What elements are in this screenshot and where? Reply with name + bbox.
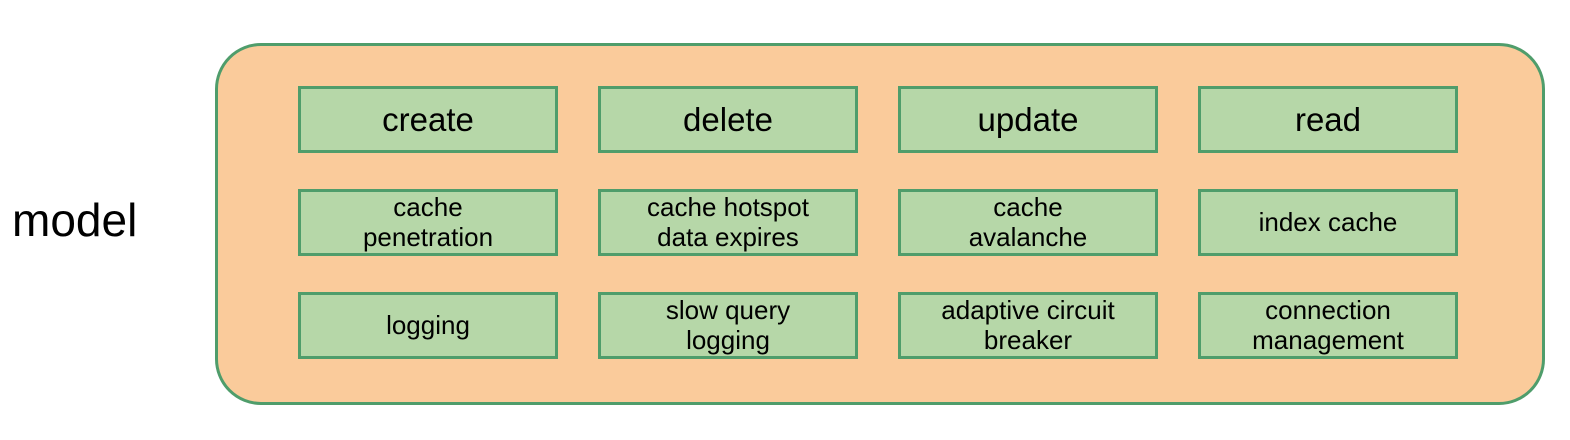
- cell-slow-query-logging: slow query logging: [598, 292, 858, 359]
- cell-cache-hotspot-data-expires: cache hotspot data expires: [598, 189, 858, 256]
- cell-cache-avalanche: cache avalanche: [898, 189, 1158, 256]
- model-label: model: [12, 194, 138, 246]
- model-label-column: model: [0, 0, 215, 440]
- cell-connection-management: connection management: [1198, 292, 1458, 359]
- header-update: update: [898, 86, 1158, 153]
- cell-logging: logging: [298, 292, 558, 359]
- cell-index-cache: index cache: [1198, 189, 1458, 256]
- header-delete: delete: [598, 86, 858, 153]
- cell-adaptive-circuit-breaker: adaptive circuit breaker: [898, 292, 1158, 359]
- header-read: read: [1198, 86, 1458, 153]
- model-container: create delete update read cache penetrat…: [215, 43, 1545, 405]
- header-create: create: [298, 86, 558, 153]
- cell-cache-penetration: cache penetration: [298, 189, 558, 256]
